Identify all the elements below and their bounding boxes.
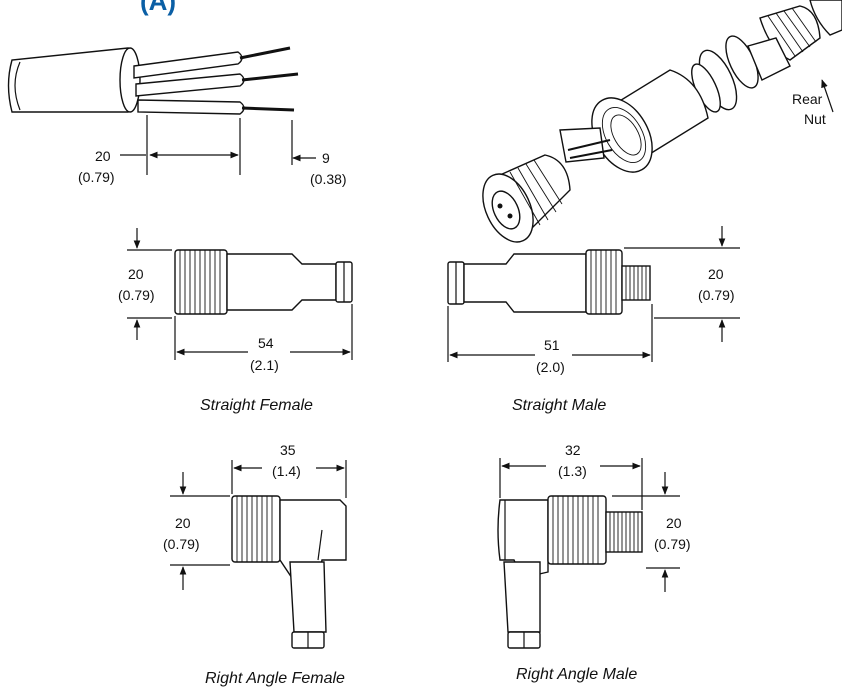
ram-height-in: (0.79) [654, 536, 691, 552]
conductor-mid [135, 73, 245, 97]
straight-male-drawing [447, 226, 740, 362]
wire-strip-in: (0.38) [310, 171, 347, 187]
rear-nut-label-line2: Nut [804, 111, 826, 127]
raf-caption: Right Angle Female [205, 670, 345, 687]
cable-end [119, 47, 141, 113]
header-fragment: (A) [140, 0, 176, 16]
right-angle-female-drawing [170, 460, 347, 649]
wire-bottom [241, 106, 295, 112]
ram-height-mm: 20 [666, 515, 682, 531]
sf-coupling-nut [174, 249, 228, 315]
raf-height-mm: 20 [175, 515, 191, 531]
rear-nut-callout-arrow [821, 79, 834, 113]
right-angle-male-drawing [497, 458, 680, 649]
cable-jacket [7, 47, 129, 113]
sf-length-in: (2.1) [250, 357, 279, 373]
ram-width-in: (1.3) [558, 463, 587, 479]
sm-body [463, 253, 587, 313]
wire-top [239, 46, 291, 60]
ram-cable-exit [503, 561, 541, 633]
sm-height-in: (0.79) [698, 287, 735, 303]
rear-nut-label-line1: Rear [792, 91, 823, 107]
raf-coupling-nut [231, 495, 281, 563]
sf-body [226, 253, 337, 311]
wire-strip-mm: 9 [322, 150, 330, 166]
straight-female-drawing [127, 228, 353, 360]
ram-body [497, 499, 549, 579]
sm-length-in: (2.0) [536, 359, 565, 375]
sm-caption: Straight Male [512, 397, 606, 414]
raf-width-in: (1.4) [272, 463, 301, 479]
raf-height-in: (0.79) [163, 536, 200, 552]
sm-length-mm: 51 [544, 337, 560, 353]
sm-thread [621, 265, 651, 301]
ram-caption: Right Angle Male [516, 666, 637, 683]
sf-height-in: (0.79) [118, 287, 155, 303]
cable-stripping-drawing [7, 46, 316, 175]
sf-caption: Straight Female [200, 397, 313, 414]
strip-length-mm: 20 [95, 148, 111, 164]
sm-height-mm: 20 [708, 266, 724, 282]
ram-width-mm: 32 [565, 442, 581, 458]
strip-length-in: (0.79) [78, 169, 115, 185]
sf-length-mm: 54 [258, 335, 274, 351]
ram-coupling-nut [547, 495, 607, 565]
conductor-top [133, 51, 243, 79]
raf-cable-exit [289, 561, 327, 633]
ram-thread [605, 511, 643, 553]
conductor-bottom [137, 99, 245, 115]
exploded-assembly-view [482, 0, 842, 243]
raf-width-mm: 35 [280, 442, 296, 458]
coupling-nut [499, 154, 571, 232]
sf-height-mm: 20 [128, 266, 144, 282]
wire-mid [241, 72, 299, 82]
